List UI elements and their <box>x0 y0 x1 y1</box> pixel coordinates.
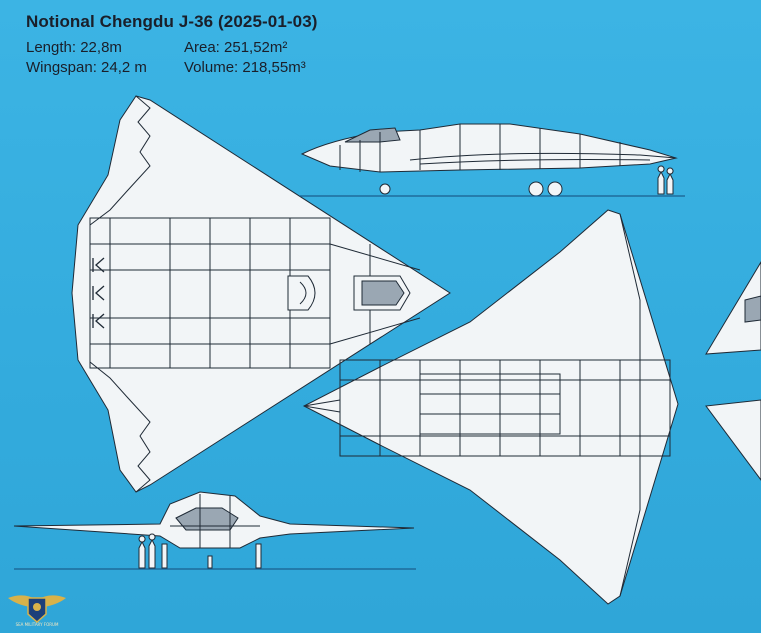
page-title: Notional Chengdu J-36 (2025-01-03) <box>26 12 318 31</box>
bottom-view <box>302 209 679 605</box>
spec-wingspan: Wingspan: 24,2 m <box>26 59 147 76</box>
front-view <box>13 491 416 570</box>
spec-area: Area: 251,52m² <box>184 39 288 56</box>
spec-table: Length: 22,8m Area: 251,52m² Wingspan: 2… <box>26 38 364 77</box>
spec-length: Length: 22,8m <box>26 39 122 56</box>
header: Notional Chengdu J-36 (2025-01-03) Lengt… <box>26 12 364 77</box>
spec-volume: Volume: 218,55m³ <box>184 59 306 76</box>
forum-logo <box>8 595 66 624</box>
logo-text: SEA MILITARY FORUM <box>15 622 59 627</box>
side-view <box>300 123 685 197</box>
partial-view-right <box>705 261 761 481</box>
top-view <box>71 95 451 493</box>
